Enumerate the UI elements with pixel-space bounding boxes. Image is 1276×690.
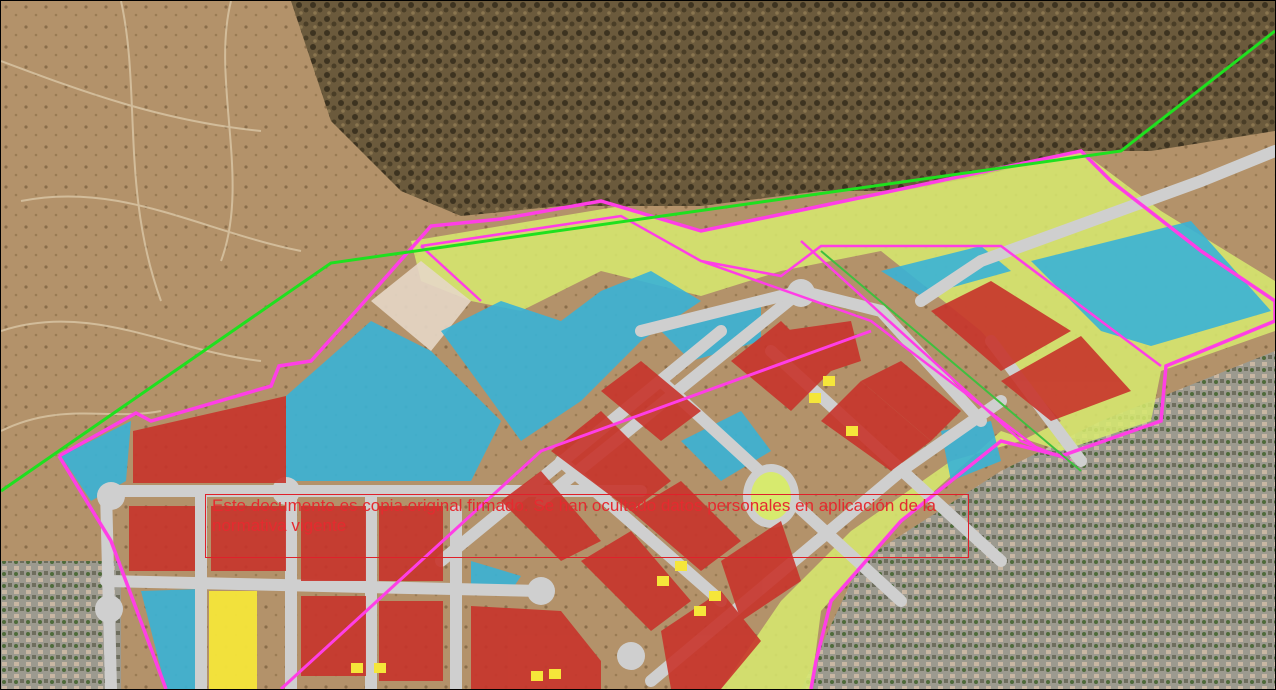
roundabout	[97, 482, 125, 510]
residential-blocks	[129, 281, 1131, 689]
trail-lines	[1, 1, 302, 432]
disclaimer-notice: Este documento es copia original firmado…	[205, 494, 969, 558]
roundabout	[617, 642, 645, 670]
urban-area	[801, 351, 1275, 689]
equipment-zone	[61, 421, 131, 501]
small-facilities	[351, 376, 858, 681]
roundabout-center	[751, 472, 791, 520]
power-line	[1, 29, 1275, 493]
equipment-zone	[441, 271, 701, 441]
equipment-zone	[286, 321, 501, 481]
green-corridor	[820, 250, 1082, 472]
commercial-zone	[209, 591, 257, 689]
plan-boundary	[57, 149, 1275, 689]
equipment-zone	[471, 561, 521, 591]
plan-boundary-south	[279, 329, 872, 689]
plan-boundary-inner	[420, 214, 1162, 463]
roundabout	[527, 577, 555, 605]
roundabout	[272, 477, 300, 505]
equipment-zone	[141, 589, 206, 689]
roundabout	[95, 595, 123, 623]
